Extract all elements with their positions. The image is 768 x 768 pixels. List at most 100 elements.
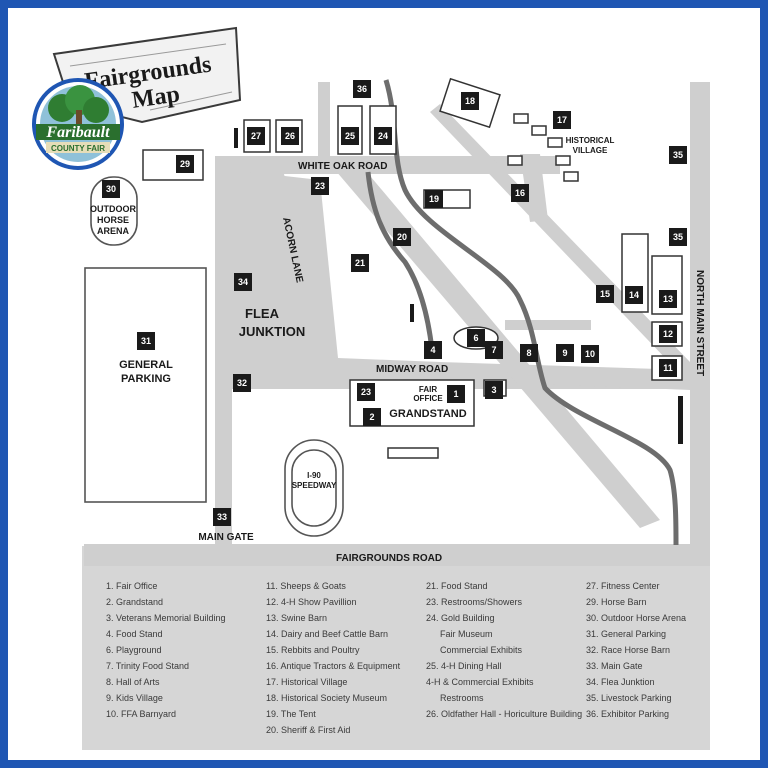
marker-box [102, 180, 120, 198]
legend-item: 17. Historical Village [266, 677, 347, 687]
white-oak-road-label: WHITE OAK ROAD [298, 161, 387, 172]
legend-item: Restrooms [440, 693, 484, 703]
legend-item: Commercial Exhibits [440, 645, 523, 655]
marker-box [424, 341, 442, 359]
logo-ribbon [46, 142, 110, 153]
north-lane [318, 82, 330, 172]
marker-box [393, 228, 411, 246]
legend-item: 12. 4-H Show Pavillion [266, 597, 357, 607]
marker-36: 36 [353, 80, 371, 98]
marker-box [461, 92, 479, 110]
marker-box [485, 381, 503, 399]
legend-item: 10. FFA Barnyard [106, 709, 176, 719]
legend-item: 35. Livestock Parking [586, 693, 672, 703]
marker-box [659, 359, 677, 377]
marker-9: 9 [556, 344, 574, 362]
logo-banner [36, 124, 120, 140]
midway-road-label: MIDWAY ROAD [376, 364, 448, 375]
arena-label-1: OUTDOOR [90, 204, 136, 214]
historical-label-1: HISTORICAL [566, 136, 615, 145]
marker-box [281, 127, 299, 145]
marker-number: 35 [673, 232, 683, 242]
legend-item: 8. Hall of Arts [106, 677, 160, 687]
legend-item: 26. Oldfather Hall - Horiculture Buildin… [426, 709, 582, 719]
legend-item: 4-H & Commercial Exhibits [426, 677, 534, 687]
village-hut [531, 125, 547, 136]
marker-11: 11 [659, 359, 677, 377]
marker-number: 18 [465, 96, 475, 106]
marker-number: 6 [473, 333, 478, 343]
marker-26: 26 [281, 127, 299, 145]
marker-number: 15 [600, 289, 610, 299]
legend-panel [82, 546, 710, 750]
marker-number: 26 [285, 131, 295, 141]
speedway-label-1: I-90 [307, 471, 321, 480]
marker-number: 13 [663, 294, 673, 304]
marker-box [556, 344, 574, 362]
logo-text: Faribault [45, 124, 110, 141]
legend-item: 31. General Parking [586, 629, 666, 639]
marker-27: 27 [247, 127, 265, 145]
legend-item: 6. Playground [106, 645, 162, 655]
village-hut [507, 155, 523, 166]
parking-label-1: GENERAL [119, 359, 173, 371]
fair-office-label-1: FAIR [419, 385, 437, 394]
legend-item: 34. Flea Junktion [586, 677, 655, 687]
building-south [387, 447, 439, 459]
marker-box [357, 383, 375, 401]
marker-23: 23 [357, 383, 375, 401]
post-marker [410, 304, 414, 322]
roads [84, 82, 710, 566]
creek [383, 79, 679, 546]
legend-item: 2. Grandstand [106, 597, 163, 607]
marker-box [176, 155, 194, 173]
marker-number: 34 [238, 277, 248, 287]
marker-box [247, 127, 265, 145]
marker-number: 8 [526, 348, 531, 358]
wood-grain [149, 91, 233, 111]
marker-box [213, 508, 231, 526]
flea-label-1: FLEA [245, 306, 280, 321]
marker-box [467, 329, 485, 347]
fairgrounds-road-label: FAIRGROUNDS ROAD [336, 553, 442, 564]
arena-label-2: HORSE [97, 215, 129, 225]
marker-number: 20 [397, 232, 407, 242]
marker-2: 2 [363, 408, 381, 426]
post-marker [234, 128, 238, 148]
tree-trunk [76, 110, 82, 126]
marker-number: 19 [429, 194, 439, 204]
fairgrounds-map: WHITE OAK ROAD ACORN LANE MIDWAY ROAD NO… [32, 26, 710, 750]
marker-box [341, 127, 359, 145]
marker-14: 14 [625, 286, 643, 304]
marker-box [596, 285, 614, 303]
marker-box [511, 184, 529, 202]
parking-label-2: PARKING [121, 373, 171, 385]
gate-marker [678, 396, 683, 444]
marker-number: 30 [106, 184, 116, 194]
legend-item: 3. Veterans Memorial Building [106, 613, 226, 623]
legend-item: 32. Race Horse Barn [586, 645, 670, 655]
legend-item: 13. Swine Barn [266, 613, 327, 623]
marker-20: 20 [393, 228, 411, 246]
marker-29: 29 [176, 155, 194, 173]
marker-box [233, 374, 251, 392]
marker-33: 33 [213, 508, 231, 526]
legend-item: 21. Food Stand [426, 581, 488, 591]
marker-box [669, 228, 687, 246]
marker-number: 21 [355, 258, 365, 268]
marker-box [425, 190, 443, 208]
marker-4: 4 [424, 341, 442, 359]
village-hut [547, 137, 563, 148]
marker-32: 32 [233, 374, 251, 392]
white-oak-road [215, 156, 560, 174]
village-hut [513, 113, 529, 124]
legend-item: 14. Dairy and Beef Cattle Barn [266, 629, 388, 639]
marker-35: 35 [669, 146, 687, 164]
marker-number: 2 [369, 412, 374, 422]
legend-item: 33. Main Gate [586, 661, 643, 671]
marker-box [485, 341, 503, 359]
historical-label-2: VILLAGE [573, 146, 608, 155]
legend-item: 27. Fitness Center [586, 581, 660, 591]
